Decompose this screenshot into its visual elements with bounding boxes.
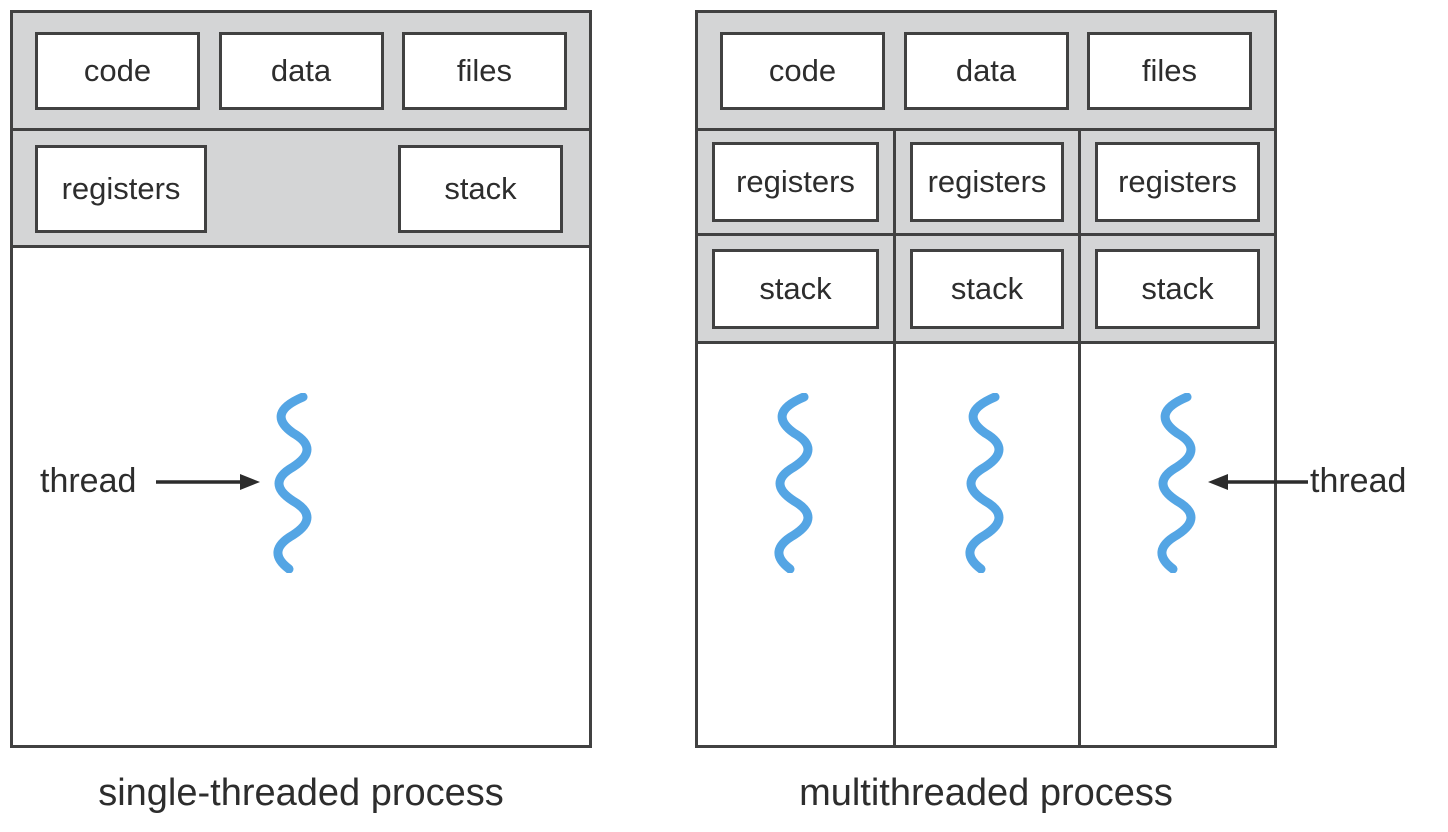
shared-resources-band: code data files: [13, 13, 589, 131]
registers-box: registers: [712, 142, 879, 222]
stack-label: stack: [950, 270, 1024, 306]
single-threaded-process-diagram: code data files registers stack: [10, 10, 592, 748]
stack-box: stack: [1095, 248, 1260, 329]
stack-box: stack: [398, 145, 563, 233]
thread-squiggle-icon: [1157, 393, 1196, 573]
thread-area: [698, 344, 893, 745]
registers-label: registers: [927, 164, 1047, 199]
registers-cell: registers: [698, 131, 893, 236]
thread-label: thread: [1310, 462, 1407, 500]
stack-cell: stack: [698, 236, 893, 344]
registers-box: registers: [35, 145, 207, 233]
thread-label: thread: [40, 462, 137, 500]
registers-box: registers: [910, 142, 1064, 222]
thread-area: [13, 248, 589, 745]
thread-area: [1081, 344, 1274, 745]
thread-arrow-icon: [1208, 474, 1308, 490]
data-box: data: [903, 31, 1069, 110]
thread-arrow-icon: [156, 474, 260, 490]
stack-cell: stack: [896, 236, 1078, 344]
data-label: data: [270, 52, 332, 88]
thread-squiggle-icon: [273, 393, 312, 573]
thread-columns: registers stack registers stack register…: [698, 131, 1274, 745]
files-label: files: [1141, 52, 1198, 88]
code-box: code: [720, 31, 885, 110]
data-box: data: [218, 31, 384, 110]
stack-cell: stack: [1081, 236, 1274, 344]
registers-stack-band: registers stack: [13, 131, 589, 248]
registers-label: registers: [736, 164, 855, 199]
registers-label: registers: [61, 171, 181, 206]
files-label: files: [456, 52, 513, 88]
registers-cell: registers: [896, 131, 1078, 236]
code-label: code: [768, 52, 837, 88]
files-box: files: [1087, 31, 1252, 110]
thread-column-1: registers stack: [698, 131, 896, 745]
registers-box: registers: [1095, 142, 1260, 222]
stack-label: stack: [444, 171, 517, 206]
stack-label: stack: [1141, 270, 1214, 306]
code-label: code: [83, 52, 152, 88]
files-box: files: [402, 31, 567, 110]
registers-cell: registers: [1081, 131, 1274, 236]
stack-box: stack: [910, 248, 1064, 329]
multithreaded-caption: multithreaded process: [799, 772, 1173, 814]
registers-label: registers: [1118, 164, 1237, 199]
single-threaded-caption: single-threaded process: [98, 772, 504, 814]
code-box: code: [35, 31, 200, 110]
thread-area: [896, 344, 1078, 745]
shared-resources-band: code data files: [698, 13, 1274, 131]
stack-label: stack: [759, 270, 832, 306]
thread-squiggle-icon: [965, 393, 1004, 573]
multithreaded-process-diagram: code data files registers stack register…: [695, 10, 1277, 748]
thread-column-2: registers stack: [896, 131, 1081, 745]
stack-box: stack: [712, 248, 879, 329]
thread-squiggle-icon: [774, 393, 813, 573]
data-label: data: [955, 52, 1017, 88]
thread-column-3: registers stack: [1081, 131, 1274, 745]
